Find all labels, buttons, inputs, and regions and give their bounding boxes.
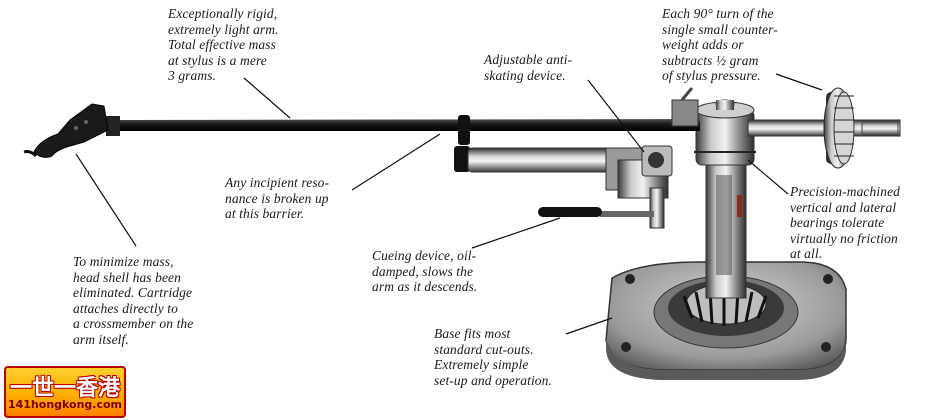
headshell-annotation: To minimize mass, head shell has been el…	[73, 254, 194, 347]
arm-tube	[100, 115, 700, 172]
cartridge-holder	[23, 103, 120, 158]
counterweight	[747, 87, 901, 169]
arm-rest-cueing	[467, 145, 673, 229]
bearings-annotation: Precision-machined vertical and lateral …	[790, 184, 901, 261]
resonance-annotation: Any incipient reso- nance is broken up a…	[225, 175, 330, 221]
watermark-name: 一世一香港	[9, 376, 120, 401]
counterweight-annotation: Each 90° turn of the single small counte…	[662, 6, 778, 83]
anti-skating-device	[671, 87, 699, 127]
base-annotation: Base fits most standard cut-outs. Extrem…	[434, 326, 552, 388]
watermark-url: 141hongkong.com	[7, 398, 123, 411]
anti-skating-annotation: Adjustable anti- skating device.	[484, 52, 573, 83]
leader-lines	[75, 73, 823, 335]
rigid-arm-annotation: Exceptionally rigid, extremely light arm…	[168, 6, 279, 83]
watermark-logo: 一世一香港 141hongkong.com	[4, 366, 126, 418]
pillar	[705, 157, 747, 299]
bearing-housing	[694, 99, 756, 166]
cueing-annotation: Cueing device, oil- damped, slows the ar…	[372, 248, 478, 294]
